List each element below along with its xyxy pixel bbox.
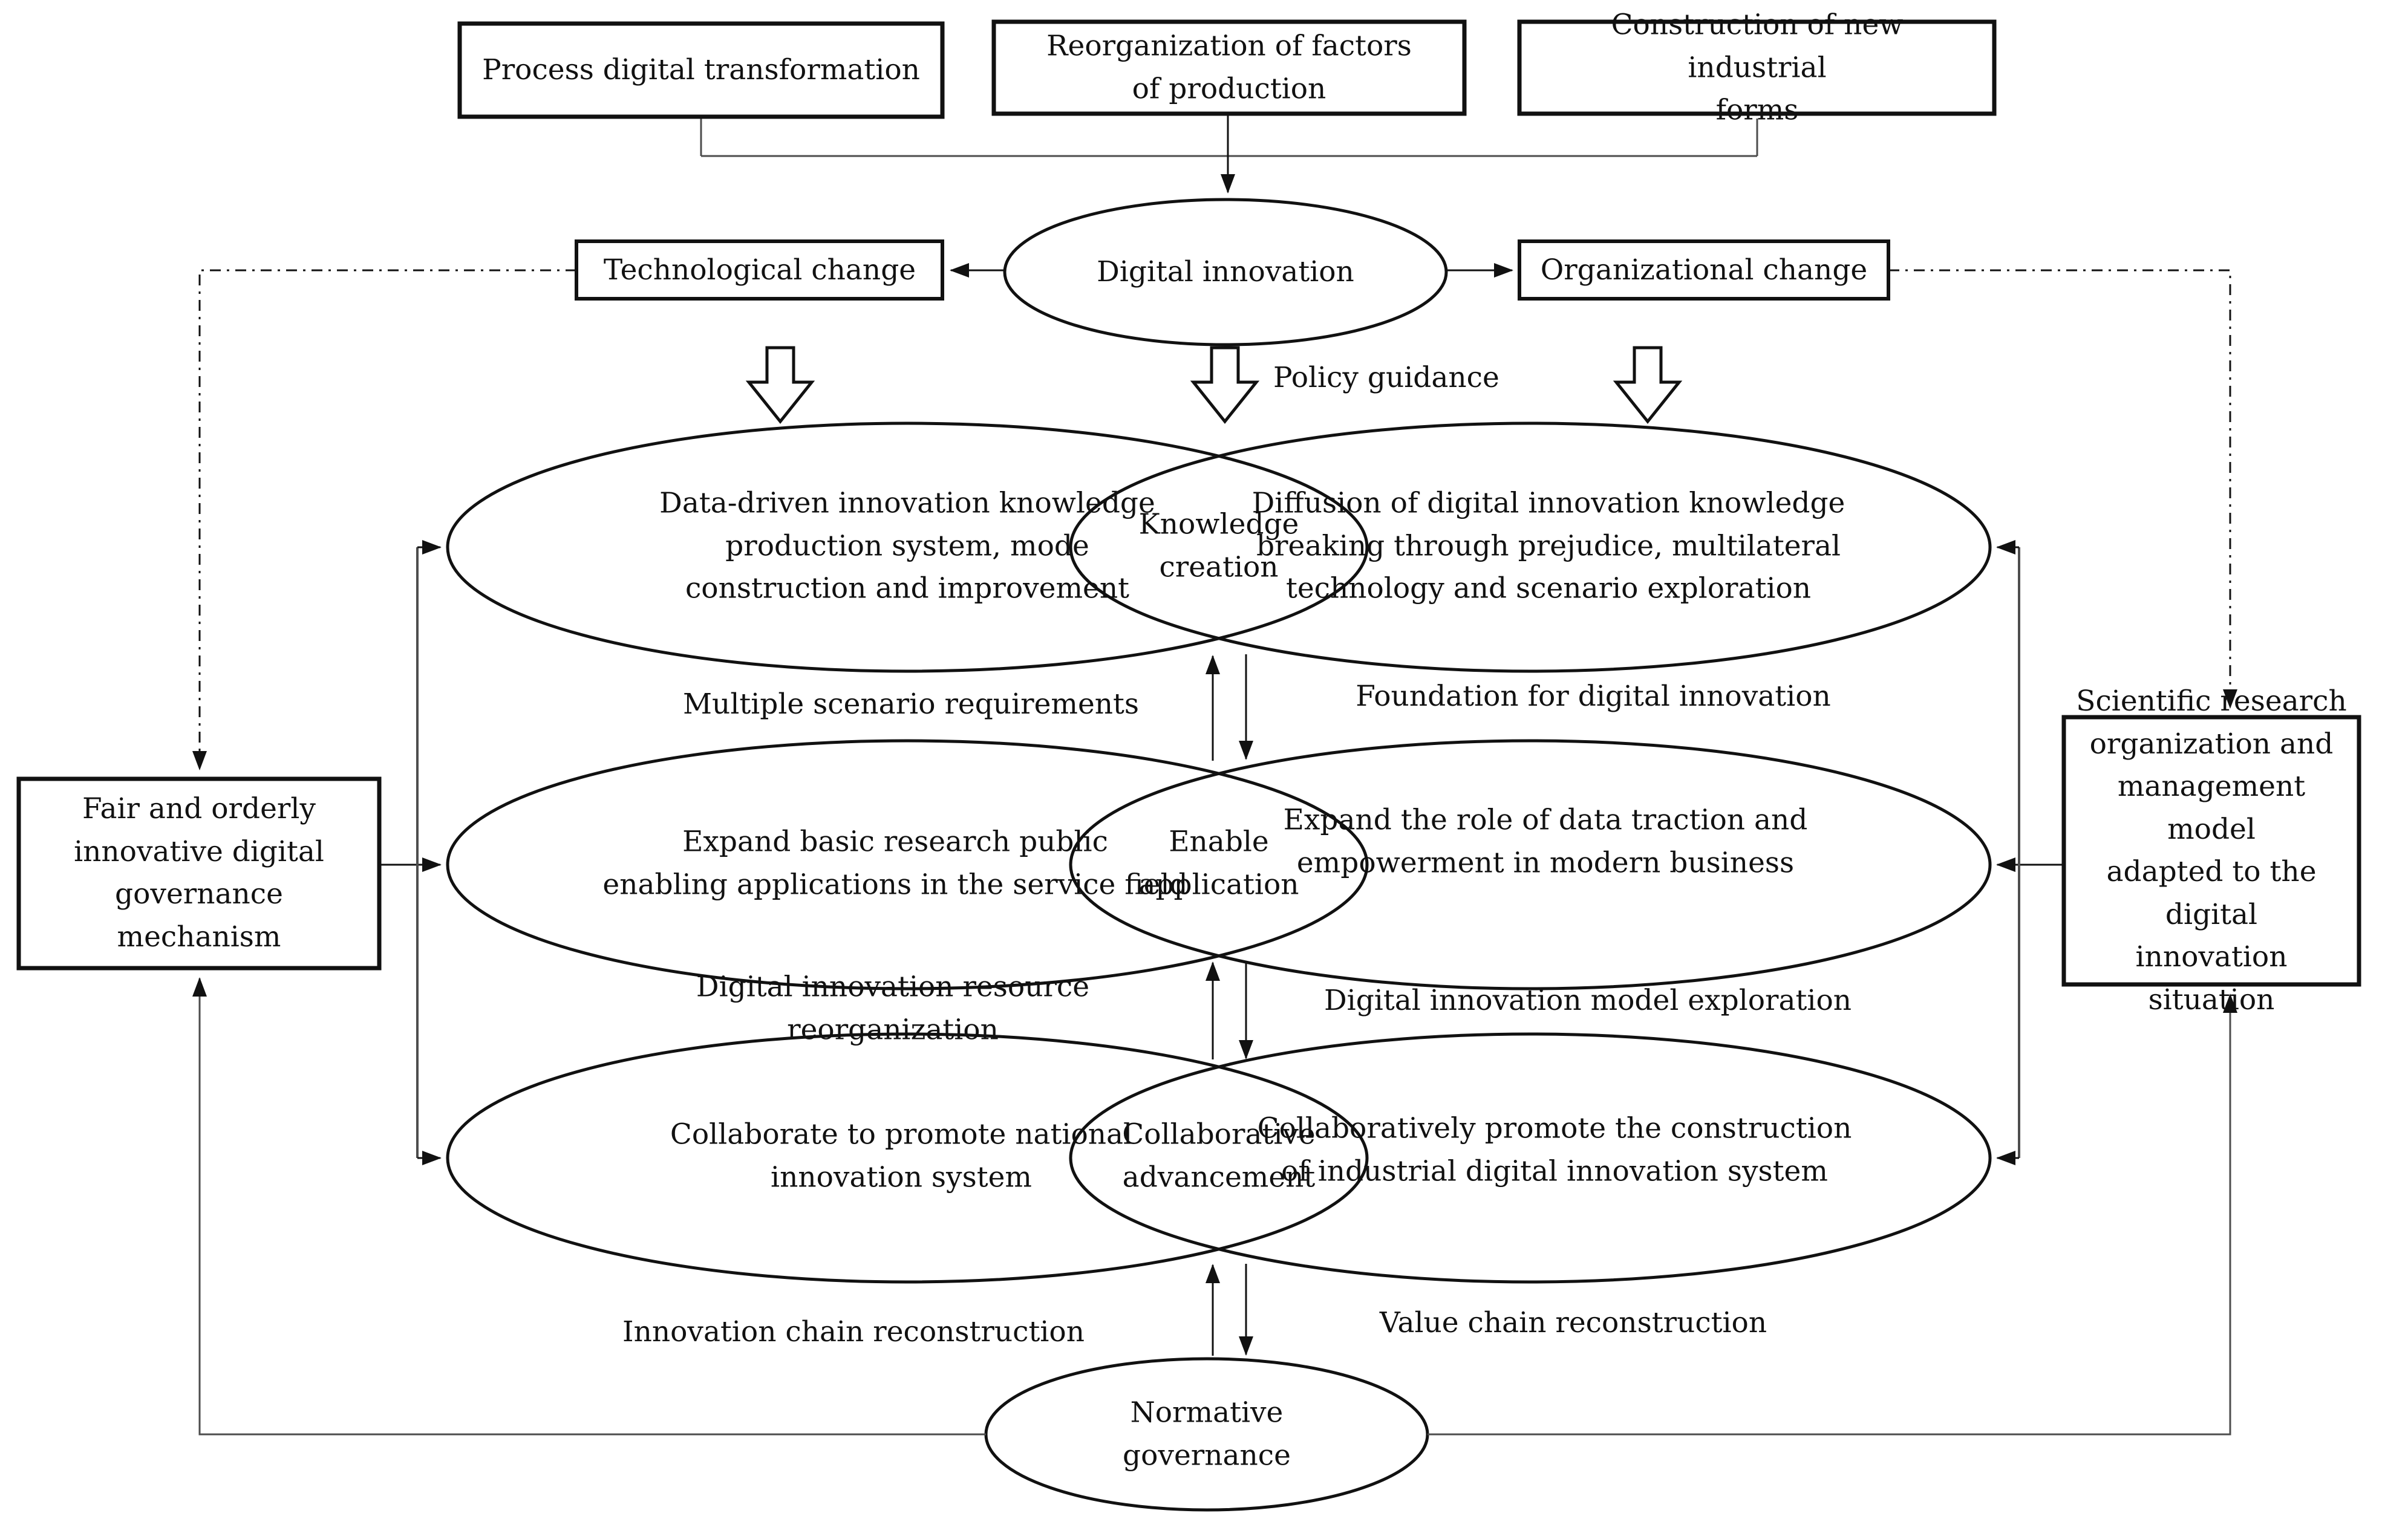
digital-innovation-ellipse	[1003, 198, 1448, 346]
reorganization-box	[991, 19, 1467, 116]
construction-box	[1517, 19, 1997, 116]
research-model-label: Scientific research organization and man…	[2076, 685, 2347, 1016]
row1-below-left-label: Multiple scenario requirements	[682, 687, 1140, 721]
governance-mechanism-box	[16, 776, 382, 971]
venn-row3-center-label: Collaborative advancement	[1122, 1117, 1316, 1194]
research-model-box	[2061, 715, 2361, 987]
technological-change-box	[575, 239, 944, 301]
technological-change-label: Technological change	[603, 253, 916, 287]
venn-row1-right-label: Diffusion of digital innovation knowledg…	[1251, 486, 1845, 605]
row3-below-right-label: Value chain reconstruction	[1379, 1306, 1767, 1339]
block-arrow-down-icon	[745, 346, 815, 424]
process-box-label: Process digital transformation	[482, 53, 920, 86]
venn-row3-right-label: Collaboratively promote the construction…	[1257, 1111, 1852, 1188]
venn-row3-left-label: Collaborate to promote national innovati…	[670, 1117, 1133, 1194]
organizational-change-box	[1518, 239, 1890, 301]
process-box	[457, 21, 945, 119]
dashdot-connector-left	[192, 269, 576, 770]
venn-row1-left-ellipse	[446, 421, 1369, 673]
row2-below-right-label: Digital innovation model exploration	[1323, 983, 1852, 1017]
row2-below-left-label: Digital innovation resource reorganizati…	[696, 970, 1090, 1047]
venn-row2-left-ellipse	[446, 739, 1369, 990]
dashdot-connector-right	[1888, 269, 2237, 709]
digital-innovation-label: Digital innovation	[1097, 255, 1354, 288]
venn-row1-center-label: Knowledge creation	[1138, 507, 1299, 584]
construction-box-label: Construction of new industrial forms	[1611, 8, 1904, 127]
row1-below-right-label: Foundation for digital innovation	[1356, 679, 1831, 713]
block-arrow-down-icon	[1190, 346, 1260, 424]
venn-row2-right-label: Expand the role of data traction and emp…	[1283, 803, 1808, 880]
loop-normative-to-right-box	[1428, 994, 2237, 1436]
row3-below-left-label: Innovation chain reconstruction	[622, 1315, 1085, 1348]
venn-row2-left-label: Expand basic research public enabling ap…	[602, 825, 1188, 902]
normative-governance-label: Normative governance	[1123, 1396, 1291, 1472]
venn-row3-left-ellipse	[446, 1032, 1369, 1284]
venn-row2-center-label: Enable application	[1138, 825, 1299, 902]
organizational-change-label: Organizational change	[1540, 253, 1868, 287]
venn-row1-left-label: Data-driven innovation knowledge product…	[659, 486, 1155, 605]
loop-normative-to-left-box	[192, 977, 986, 1436]
block-arrow-down-icon	[1613, 346, 1683, 424]
policy-guidance-label: Policy guidance	[1273, 360, 1499, 394]
reorganization-box-label: Reorganization of factors of production	[1046, 29, 1412, 106]
venn-row1-right-ellipse	[1069, 421, 1992, 673]
venn-row3-right-ellipse	[1069, 1032, 1992, 1284]
governance-mechanism-label: Fair and orderly innovative digital gove…	[74, 792, 324, 954]
venn-row2-right-ellipse	[1069, 739, 1992, 990]
